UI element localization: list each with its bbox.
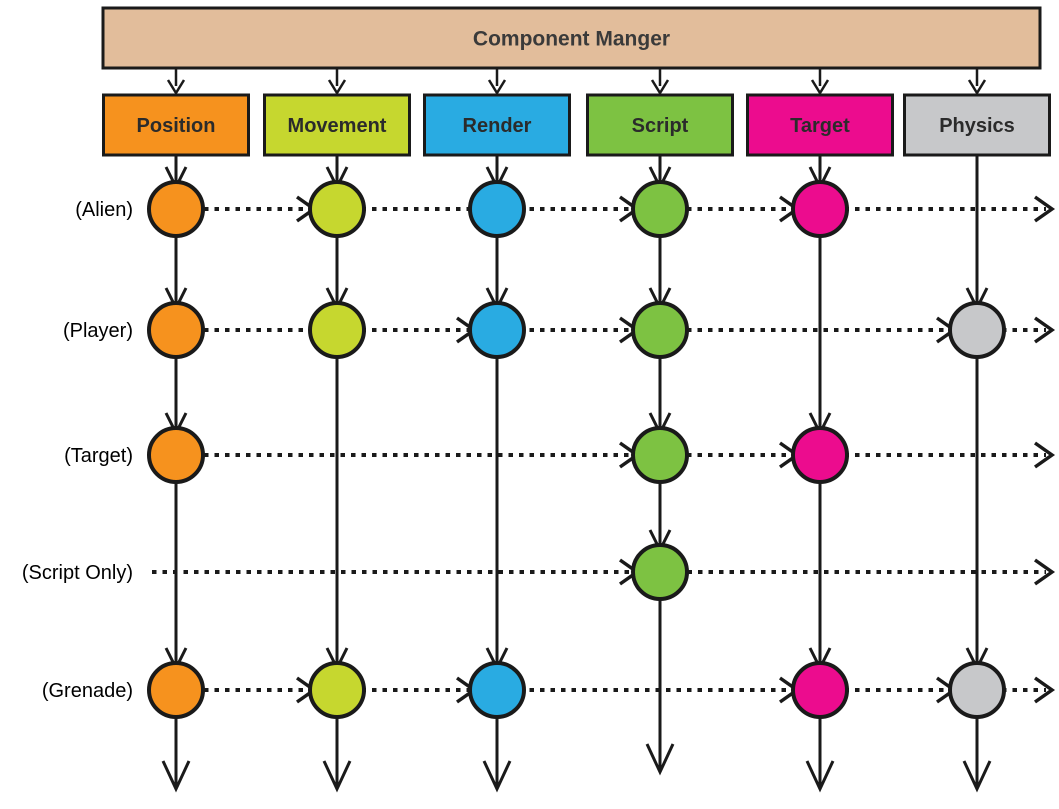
entity-row-label-target: (Target) <box>64 445 133 467</box>
component-circle-script-only-script <box>631 543 689 601</box>
component-circle-player-physics <box>948 301 1006 359</box>
column-header-movement <box>263 93 411 157</box>
column-header-physics-label: Physics <box>939 115 1015 137</box>
render-connector-arrowhead-icon <box>487 79 507 96</box>
component-circle-grenade-movement <box>308 661 366 719</box>
column-header-script <box>586 93 734 157</box>
column-header-position <box>102 93 250 157</box>
column-header-script-label: Script <box>632 115 689 137</box>
component-circle-alien-render <box>468 180 526 238</box>
component-circle-player-script <box>631 301 689 359</box>
entity-row-label-alien: (Alien) <box>75 199 133 221</box>
grenade-flow-end-arrowhead-icon <box>1033 676 1056 704</box>
movement-bottom-arrowhead-icon <box>322 760 352 793</box>
column-header-physics <box>903 93 1051 157</box>
movement-connector-arrowhead-icon <box>327 79 347 96</box>
component-circle-target-target <box>791 426 849 484</box>
script-connector-arrowhead-icon <box>650 79 670 96</box>
component-circle-alien-target <box>791 180 849 238</box>
position-bottom-arrowhead-icon <box>161 760 191 793</box>
target-flow-end-arrowhead-icon <box>1033 441 1056 469</box>
target-connector-arrowhead-icon <box>810 79 830 96</box>
target-bottom-arrowhead-icon <box>805 760 835 793</box>
component-circle-target-script <box>631 426 689 484</box>
entity-row-label-grenade: (Grenade) <box>42 680 133 702</box>
manager-title: Component Manger <box>473 28 670 51</box>
script-only-flow-end-arrowhead-icon <box>1033 558 1056 586</box>
column-header-position-label: Position <box>137 115 216 137</box>
entity-row-label-script-only: (Script Only) <box>22 562 133 584</box>
column-header-movement-label: Movement <box>288 115 387 137</box>
component-circle-alien-script <box>631 180 689 238</box>
player-flow-end-arrowhead-icon <box>1033 316 1056 344</box>
column-header-target-label: Target <box>790 115 850 137</box>
manager-box <box>101 6 1042 70</box>
component-circle-grenade-render <box>468 661 526 719</box>
component-circle-grenade-target <box>791 661 849 719</box>
script-bottom-arrowhead-icon <box>645 743 675 776</box>
physics-connector-arrowhead-icon <box>967 79 987 96</box>
alien-flow-end-arrowhead-icon <box>1033 195 1056 223</box>
component-circle-player-movement <box>308 301 366 359</box>
component-circle-target-position <box>147 426 205 484</box>
component-circle-player-render <box>468 301 526 359</box>
component-circle-alien-movement <box>308 180 366 238</box>
position-connector-arrowhead-icon <box>166 79 186 96</box>
component-circle-player-position <box>147 301 205 359</box>
component-circle-grenade-physics <box>948 661 1006 719</box>
entity-row-label-player: (Player) <box>63 320 133 342</box>
column-header-render <box>423 93 571 157</box>
column-header-render-label: Render <box>463 115 532 137</box>
column-header-target <box>746 93 894 157</box>
physics-bottom-arrowhead-icon <box>962 760 992 793</box>
component-circle-grenade-position <box>147 661 205 719</box>
component-circle-alien-position <box>147 180 205 238</box>
render-bottom-arrowhead-icon <box>482 760 512 793</box>
